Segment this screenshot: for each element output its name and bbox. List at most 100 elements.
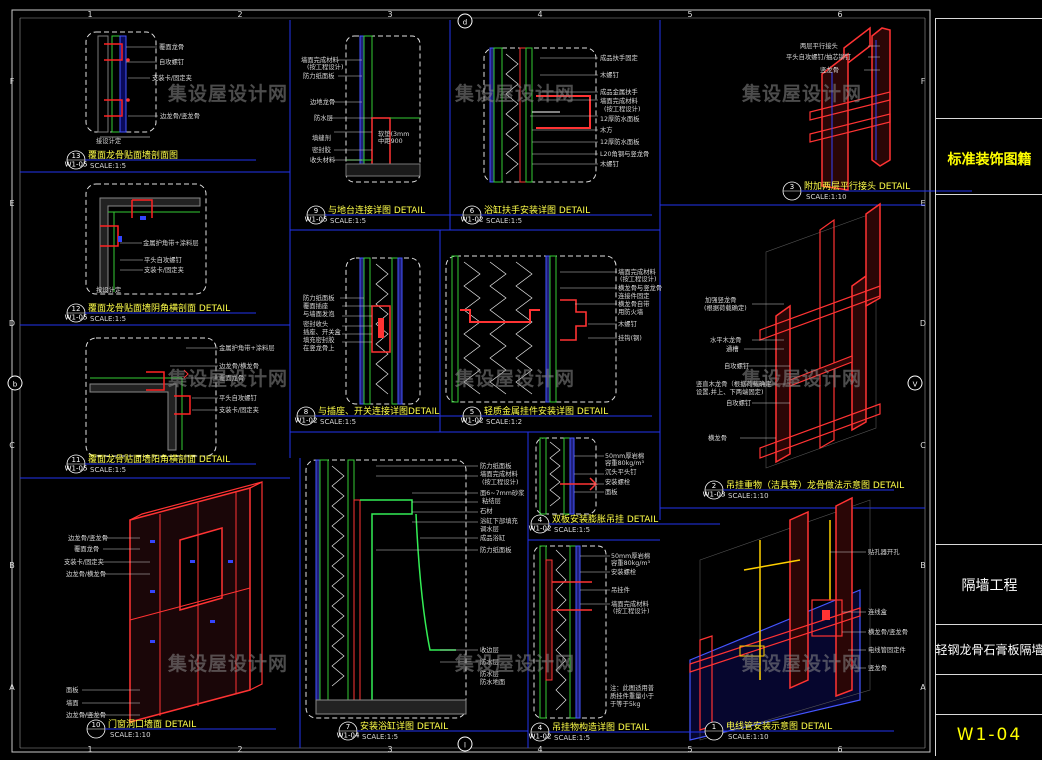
- detail-9-label: 收头材料: [310, 155, 336, 164]
- detail-scale: SCALE:1:10: [110, 731, 151, 739]
- detail-5-label: 横龙骨自带: [618, 299, 649, 308]
- title-block-logo-cell: [936, 18, 1042, 118]
- detail-8-label: 填充密封胶: [303, 335, 335, 344]
- detail-13-label: 边龙骨/竖龙骨: [160, 111, 200, 120]
- detail-scale: SCALE:1:5: [90, 162, 126, 170]
- detail-title: 吊挂物构造详图 DETAIL: [552, 721, 649, 733]
- sheet-number: W1-04: [956, 725, 1023, 745]
- detail-scale: SCALE:1:5: [330, 217, 366, 225]
- grid-col: 3: [387, 10, 392, 19]
- detail-5-label: 横龙骨与竖龙骨: [618, 283, 662, 292]
- detail-11-label: 覆面龙骨: [219, 373, 244, 382]
- detail-13-label: 支装卡/固定夹: [152, 73, 192, 82]
- detail-tag-number: 3: [790, 183, 794, 191]
- title-block-spacer-cell: [936, 674, 1042, 714]
- grid-row: E: [920, 199, 925, 208]
- grid-col: 3: [387, 745, 392, 754]
- detail-9-label: 填缝剂: [312, 133, 331, 142]
- detail-6-label: 木方: [600, 125, 613, 134]
- detail-8-label: 与墙面发泡: [303, 309, 335, 318]
- detail-scale: SCALE:1:5: [486, 217, 522, 225]
- detail-3-label: 两层平行接头: [800, 41, 838, 50]
- grid-row: E: [9, 199, 14, 208]
- detail-5-label: 挂钩(钢): [618, 333, 642, 342]
- title-block-subtitle-cell: 轻钢龙骨石膏板隔墙: [935, 624, 1042, 674]
- grid-row: C: [9, 441, 15, 450]
- detail-4a-label: 沉头平头钉: [605, 467, 637, 476]
- detail-8-label: 防力纸面板: [303, 293, 335, 302]
- grid-col: 1: [87, 745, 92, 754]
- detail-5-label: 木螺钉: [618, 319, 638, 328]
- detail-2-label: (根据荷载确定): [704, 303, 747, 312]
- detail-7-label: 防水地面: [480, 677, 505, 686]
- detail-title: 电线管安装示意图 DETAIL: [726, 720, 832, 732]
- detail-7-label: 石材: [480, 506, 493, 515]
- detail-9-label: 防力纸面板: [303, 71, 335, 80]
- detail-4a-label: 面板: [605, 487, 618, 496]
- detail-7-label: (按工程设计): [482, 477, 518, 486]
- detail-4a-label: 安装螺栓: [605, 477, 631, 486]
- detail-3-label: 竖龙骨: [820, 65, 839, 74]
- detail-tag-sheet-ref: W1-02: [461, 216, 484, 224]
- detail-scale: SCALE:1:5: [320, 418, 356, 426]
- detail-tag-sheet-ref: W1-02: [529, 525, 552, 533]
- grid-col: 4: [537, 10, 542, 19]
- detail-scale: SCALE:1:10: [728, 492, 769, 500]
- detail-title: 安装浴缸详图 DETAIL: [360, 720, 448, 732]
- detail-tag-number: 12: [72, 305, 81, 313]
- detail-1-label: 竖龙骨: [868, 663, 887, 672]
- detail-7-label: 成品浴缸: [480, 533, 506, 542]
- detail-tag-sheet-ref: W1-03: [703, 491, 726, 499]
- grid-col: 4: [537, 745, 542, 754]
- grid-row: F: [10, 77, 15, 86]
- detail-6-label: 12厚防水面板: [600, 114, 640, 123]
- detail-11-label: 平头自攻螺钉: [219, 393, 257, 402]
- axis-bubble-left: b: [13, 381, 18, 389]
- grid-row: D: [920, 319, 926, 328]
- title-block-project-cell: 隔墙工程: [936, 544, 1042, 624]
- detail-2-label: 自攻螺钉: [726, 398, 752, 407]
- detail-6-label: 墙面完成材料: [600, 96, 638, 105]
- grid-row: D: [9, 319, 15, 328]
- detail-tag-number: 9: [314, 207, 318, 215]
- detail-tag-number: 1: [712, 723, 716, 731]
- watermark-text: 集设屋设计网: [167, 652, 288, 675]
- detail-9-note: 软垫(3mm: [378, 129, 409, 138]
- detail-10-label: 墙面: [66, 698, 79, 707]
- grid-col: 5: [687, 745, 692, 754]
- detail-tag-sheet-ref: W1-05: [305, 216, 328, 224]
- watermark-text: 集设屋设计网: [741, 82, 862, 105]
- detail-5-label: 墙面完成材料: [618, 267, 656, 276]
- detail-9-label: 防水层: [314, 113, 333, 122]
- axis-bubble-top: d: [463, 19, 467, 27]
- detail-tag-sheet-ref: W1-02: [529, 733, 552, 741]
- detail-tag-number: 2: [712, 482, 716, 490]
- detail-scale: SCALE:1:5: [90, 466, 126, 474]
- detail-10-label: 支装卡/固定夹: [64, 557, 104, 566]
- detail-tag-sheet-ref: W1-04: [337, 732, 360, 740]
- detail-7-label: 调水层: [480, 524, 499, 533]
- title-block: 标准装饰图籍 隔墙工程 轻钢龙骨石膏板隔墙 W1-04: [935, 18, 1042, 756]
- detail-tag-sheet-ref: W1-05: [65, 314, 88, 322]
- detail-6-drawing: 成品扶手固定 木螺钉 成品金属扶手 墙面完成材料 (按工程设计) 12厚防水面板…: [483, 47, 649, 183]
- watermark-text: 集设屋设计网: [741, 652, 862, 675]
- grid-row-labels: F E D C B A F E D C B A: [9, 77, 926, 692]
- detail-11-drawing: 金属护角带+涂料层 边龙骨/横龙骨 覆面龙骨 平头自攻螺钉 支装卡/固定夹: [85, 337, 275, 457]
- detail-2-label: 横龙骨: [708, 433, 727, 442]
- detail-7-label: 防力纸面板: [480, 461, 512, 470]
- watermark-text: 集设屋设计网: [454, 367, 575, 390]
- title-block-title-cell: 标准装饰图籍: [936, 118, 1042, 194]
- detail-4b-label: 容重80kg/m³: [611, 558, 651, 567]
- detail-6-label: (按工程设计): [604, 104, 640, 113]
- detail-8-label: 插座、开关盒: [303, 327, 341, 336]
